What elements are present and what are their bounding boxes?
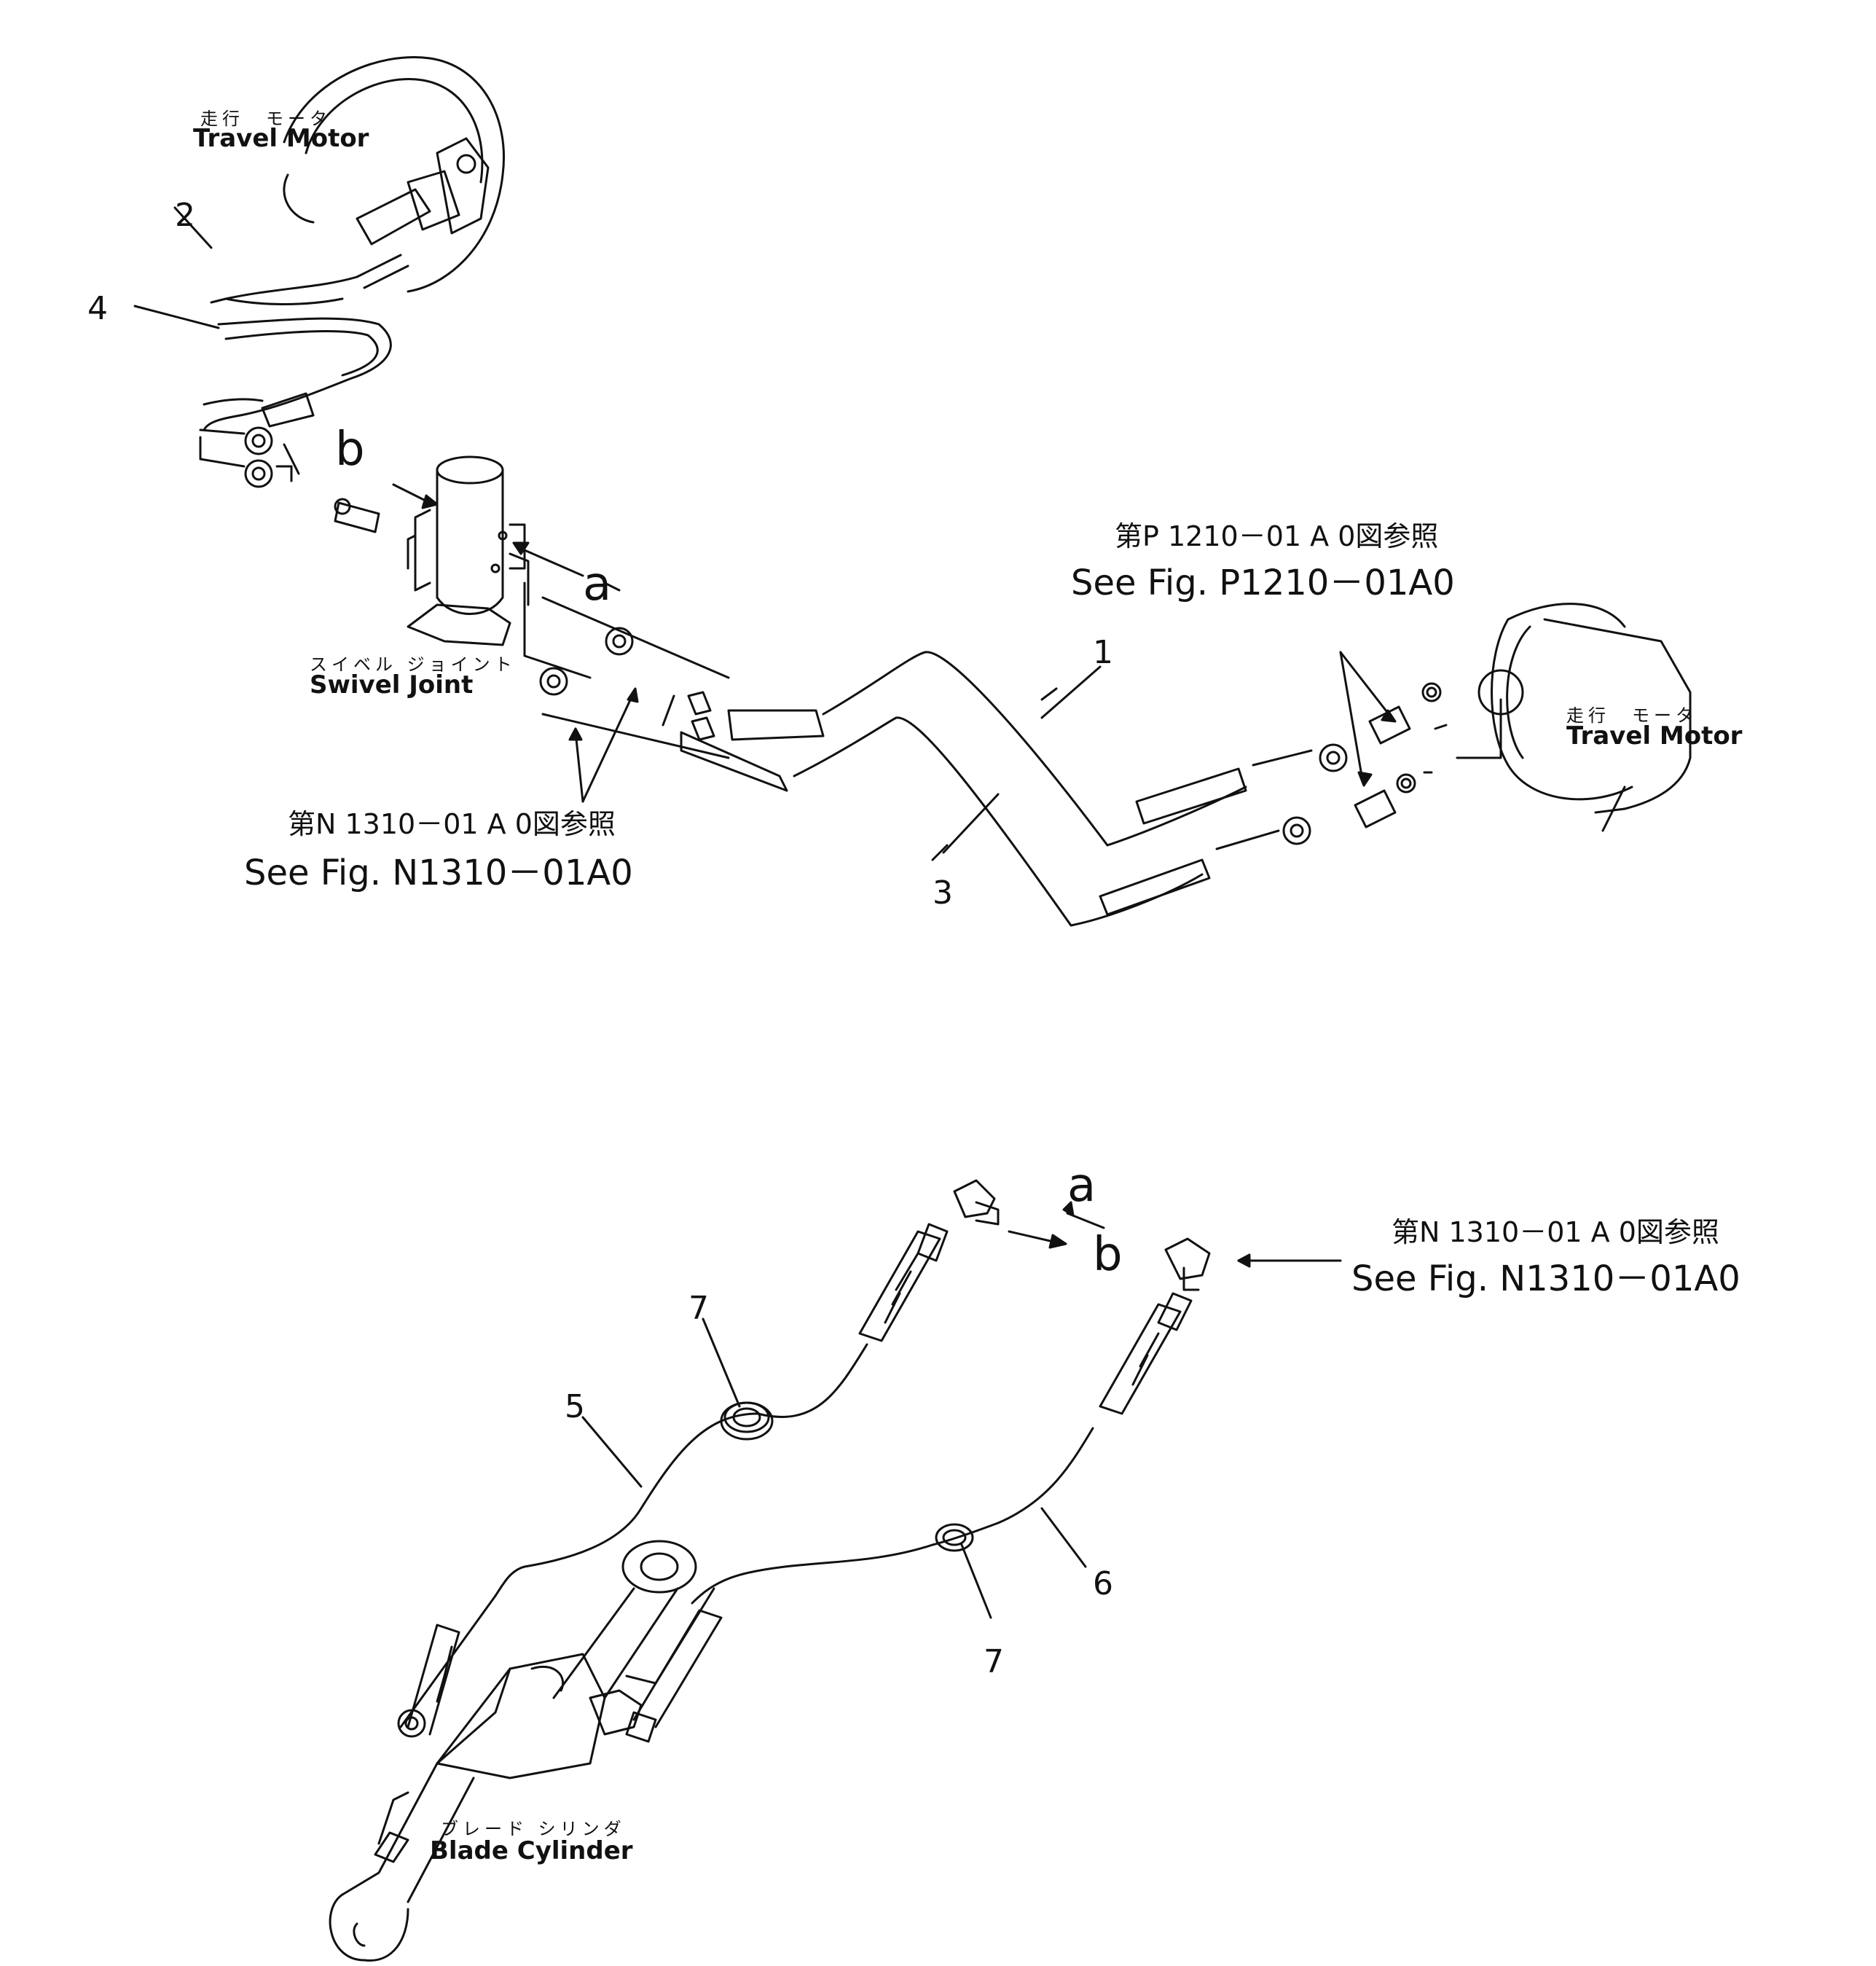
part-number-3: 3 <box>933 874 953 912</box>
travel-motor-right-en-label: Travel Motor <box>1566 721 1743 751</box>
ref-p1210-jp-label: 第P 1210－01 A 0図参照 <box>1115 520 1439 552</box>
part-number-2: 2 <box>175 197 195 234</box>
swivel-joint-jp-label: スイベル ジョイント <box>310 654 517 675</box>
part-number-7-upper: 7 <box>688 1290 709 1327</box>
travel-motor-top-jp-label: 走行 モータ <box>200 109 331 129</box>
connection-letter-a-bottom: a <box>1067 1159 1096 1213</box>
part-number-7-lower: 7 <box>984 1643 1004 1680</box>
left-fittings <box>199 426 380 533</box>
part-number-4: 4 <box>87 290 108 327</box>
callout-leaders-1-3 <box>942 665 1102 854</box>
ref-n1310-lower-en-label: See Fig. N1310－01A0 <box>1351 1258 1740 1299</box>
connection-letter-b-top: b <box>335 423 365 477</box>
ref-n1310-upper-jp-label: 第N 1310－01 A 0図参照 <box>288 808 616 840</box>
top-leader-lines <box>133 206 1397 861</box>
pipes-1-and-3 <box>523 581 1348 927</box>
swivel-joint-drawing <box>407 455 530 646</box>
travel-motor-top-en-label: Travel Motor <box>193 124 369 153</box>
bottom-leader-lines <box>581 1201 1342 1619</box>
blade-cylinder-en-label: Blade Cylinder <box>430 1836 633 1865</box>
travel-motor-right-drawing <box>1456 603 1692 832</box>
part-number-1: 1 <box>1093 634 1113 671</box>
connection-letter-a-top: a <box>583 557 612 611</box>
part-number-5: 5 <box>565 1388 585 1425</box>
part-number-6: 6 <box>1093 1565 1113 1602</box>
blade-cylinder-drawing <box>329 1540 723 1962</box>
lower-fittings <box>953 1179 1211 1291</box>
right-fittings <box>1354 682 1448 829</box>
ref-n1310-upper-en-label: See Fig. N1310－01A0 <box>244 853 633 893</box>
ref-n1310-lower-jp-label: 第N 1310－01 A 0図参照 <box>1392 1216 1719 1248</box>
travel-motor-top-drawing <box>283 56 505 293</box>
ref-p1210-en-label: See Fig. P1210－01A0 <box>1071 563 1455 603</box>
connection-letter-b-bottom: b <box>1093 1228 1123 1282</box>
pipe-2-and-4 <box>203 275 392 431</box>
hose-clamps-7 <box>720 1401 974 1552</box>
blade-cylinder-jp-label: ブレード シリンダ <box>441 1819 626 1839</box>
lower-hoses-5-and-6 <box>399 1223 1193 1728</box>
travel-motor-right-jp-label: 走行 モータ <box>1566 705 1698 726</box>
swivel-joint-en-label: Swivel Joint <box>310 670 474 700</box>
